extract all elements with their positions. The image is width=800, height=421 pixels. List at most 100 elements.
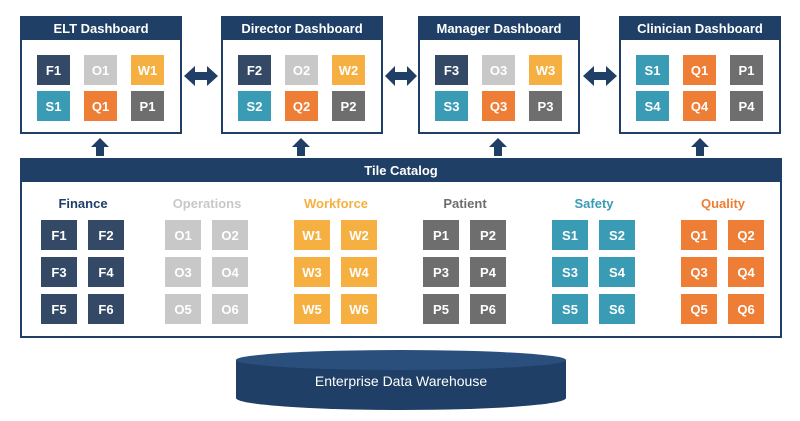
dashboard-tile: P1 <box>131 91 164 121</box>
dashboard-tile: F3 <box>435 55 468 85</box>
dashboard-tile: F2 <box>238 55 271 85</box>
group-heading: Workforce <box>303 196 369 211</box>
catalog-tile: P2 <box>470 220 506 250</box>
up-arrow-icon <box>91 138 109 156</box>
catalog-tile: W2 <box>341 220 377 250</box>
group-heading: Patient <box>443 196 487 211</box>
dashboard-tile: F1 <box>37 55 70 85</box>
catalog-tile: P6 <box>470 294 506 324</box>
dashboard-tile: P2 <box>332 91 365 121</box>
catalog-tile: O4 <box>212 257 248 287</box>
catalog-tile: O5 <box>165 294 201 324</box>
dashboard-tile: Q3 <box>482 91 515 121</box>
up-arrow-icon <box>292 138 310 156</box>
catalog-tile: F3 <box>41 257 77 287</box>
dashboard-tile: Q1 <box>84 91 117 121</box>
up-arrow-icon <box>489 138 507 156</box>
dashboard-tile: S1 <box>37 91 70 121</box>
database-cylinder-icon <box>236 350 566 410</box>
catalog-tile: Q4 <box>728 257 764 287</box>
dashboard-tile: S3 <box>435 91 468 121</box>
catalog-tile: F1 <box>41 220 77 250</box>
up-arrow-icon <box>691 138 709 156</box>
group-heading: Finance <box>58 196 108 211</box>
catalog-tile: P1 <box>423 220 459 250</box>
catalog-tile: P5 <box>423 294 459 324</box>
catalog-tile: S2 <box>599 220 635 250</box>
double-arrow-icon <box>385 66 417 86</box>
dashboard-tile: S4 <box>636 91 669 121</box>
dashboard-tile: Q2 <box>285 91 318 121</box>
group-heading: Safety <box>574 196 614 211</box>
catalog-tile: S1 <box>552 220 588 250</box>
catalog-tile: P3 <box>423 257 459 287</box>
catalog-tile: W3 <box>294 257 330 287</box>
double-arrow-icon <box>583 66 617 86</box>
dashboard-tile: S2 <box>238 91 271 121</box>
dashboard-title: Clinician Dashboard <box>621 18 779 40</box>
catalog-tile: S5 <box>552 294 588 324</box>
catalog-tile: O3 <box>165 257 201 287</box>
dashboard-title: ELT Dashboard <box>22 18 180 40</box>
catalog-tile: Q2 <box>728 220 764 250</box>
catalog-tile: W1 <box>294 220 330 250</box>
catalog-tile: O6 <box>212 294 248 324</box>
dashboard-tile: W2 <box>332 55 365 85</box>
catalog-tile: W6 <box>341 294 377 324</box>
catalog-tile: Q5 <box>681 294 717 324</box>
dashboard-tile: Q4 <box>683 91 716 121</box>
catalog-tile: F4 <box>88 257 124 287</box>
group-heading: Operations <box>172 196 242 211</box>
catalog-tile: Q6 <box>728 294 764 324</box>
double-arrow-icon <box>184 66 218 86</box>
catalog-tile: Q1 <box>681 220 717 250</box>
catalog-tile: F5 <box>41 294 77 324</box>
dashboard-tile: O1 <box>84 55 117 85</box>
catalog-tile: F6 <box>88 294 124 324</box>
catalog-tile: O2 <box>212 220 248 250</box>
catalog-tile: S6 <box>599 294 635 324</box>
catalog-title: Tile Catalog <box>22 160 780 182</box>
dashboard-tile: P4 <box>730 91 763 121</box>
dashboard-tile: P1 <box>730 55 763 85</box>
catalog-tile: P4 <box>470 257 506 287</box>
dashboard-tile: O2 <box>285 55 318 85</box>
dashboard-tile: P3 <box>529 91 562 121</box>
catalog-tile: S3 <box>552 257 588 287</box>
dashboard-tile: W1 <box>131 55 164 85</box>
dashboard-tile: O3 <box>482 55 515 85</box>
catalog-tile: S4 <box>599 257 635 287</box>
dashboard-tile: S1 <box>636 55 669 85</box>
dashboard-tile: Q1 <box>683 55 716 85</box>
dashboard-tile: W3 <box>529 55 562 85</box>
catalog-tile: F2 <box>88 220 124 250</box>
catalog-tile: Q3 <box>681 257 717 287</box>
dashboard-title: Manager Dashboard <box>420 18 578 40</box>
catalog-tile: O1 <box>165 220 201 250</box>
dashboard-title: Director Dashboard <box>223 18 381 40</box>
catalog-tile: W5 <box>294 294 330 324</box>
group-heading: Quality <box>700 196 746 211</box>
warehouse-label: Enterprise Data Warehouse <box>314 373 488 389</box>
